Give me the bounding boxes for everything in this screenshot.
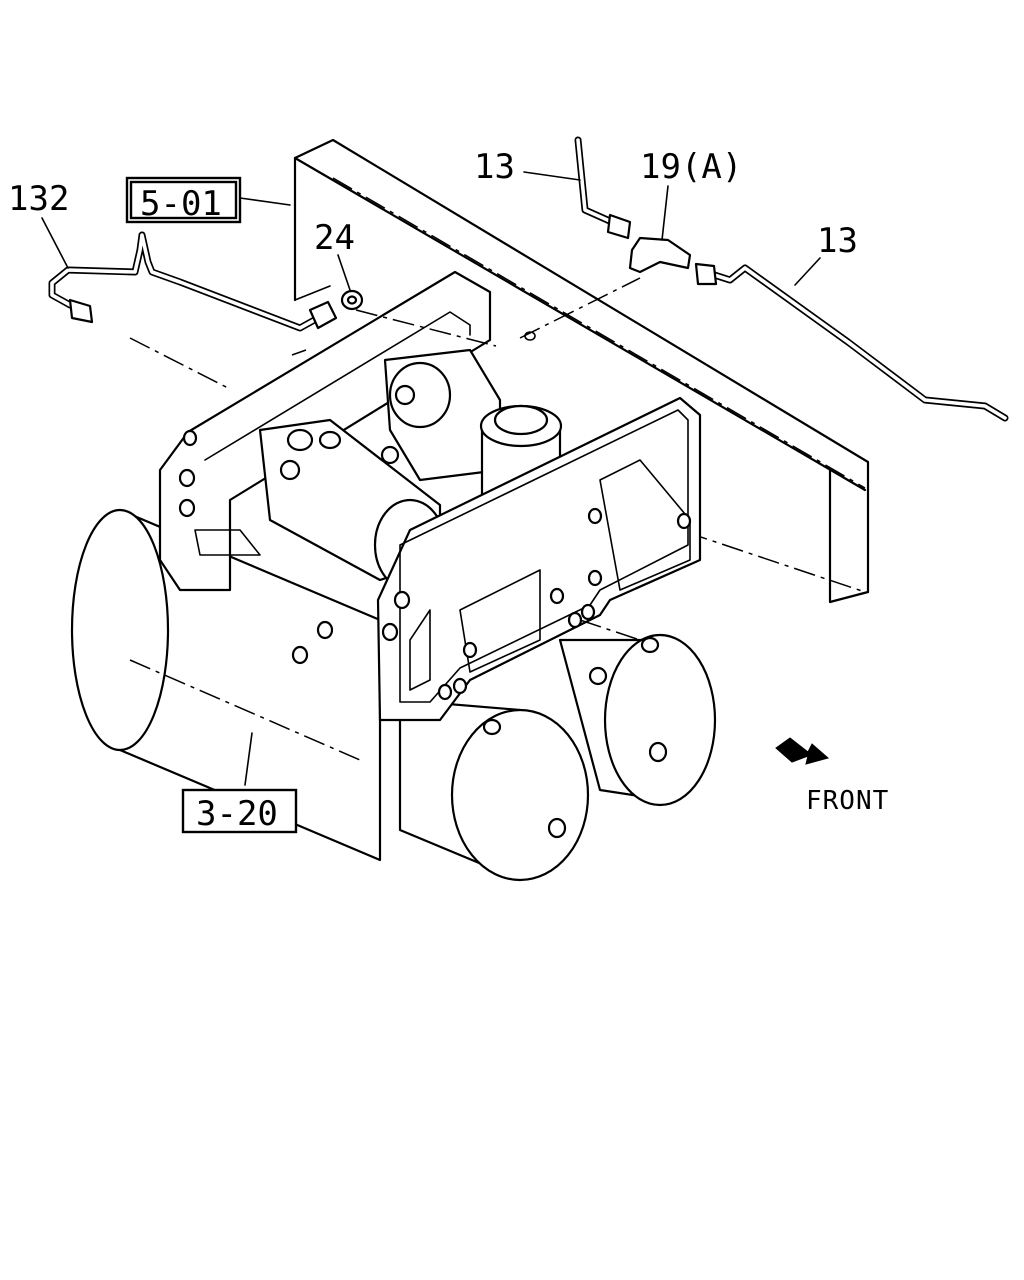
pipe-13-lower xyxy=(694,262,1009,422)
front-arrow-icon xyxy=(775,737,830,765)
air-tank-front xyxy=(398,698,590,882)
callout-24: 24 xyxy=(314,218,355,258)
ref-box-3-20: 3-20 xyxy=(181,788,298,834)
ref-label-3-20: 3-20 xyxy=(196,794,278,834)
air-tank-rear xyxy=(558,633,717,807)
nut-24 xyxy=(340,289,364,311)
ref-label-5-01: 5-01 xyxy=(140,184,222,224)
mounting-bracket-front xyxy=(376,396,702,722)
pipe-132 xyxy=(48,231,338,332)
frame-rail xyxy=(293,138,870,604)
callout-132: 132 xyxy=(8,179,69,219)
callout-19a: 19(A) xyxy=(640,147,742,187)
front-label: FRONT xyxy=(806,786,889,816)
callout-13-top: 13 xyxy=(474,147,515,187)
ref-box-5-01: 5-01 xyxy=(125,176,242,224)
leader-lines xyxy=(41,171,821,786)
callout-13-right: 13 xyxy=(817,221,858,261)
air-tank-left xyxy=(70,508,382,862)
assembly-lines xyxy=(129,277,641,761)
tee-fitting-19a xyxy=(628,236,692,274)
pipe-13-upper xyxy=(574,136,632,240)
